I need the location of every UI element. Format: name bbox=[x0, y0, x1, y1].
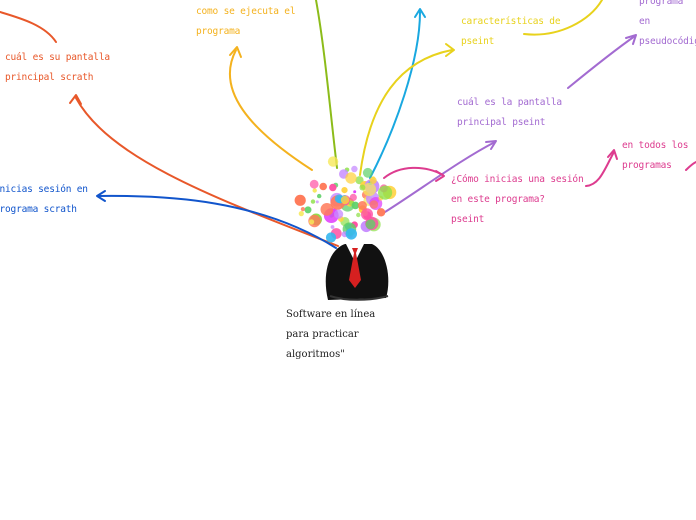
color-splash-icon bbox=[294, 156, 397, 243]
arrowhead-pseudocodigo bbox=[625, 34, 637, 45]
arrowhead-cyan bbox=[414, 8, 426, 18]
branch-todos-next bbox=[685, 161, 696, 171]
suit-icon bbox=[325, 244, 389, 301]
branch-scratch-pantalla bbox=[75, 97, 339, 247]
branch-ejecuta bbox=[228, 49, 313, 171]
branch-todos bbox=[585, 151, 615, 187]
branch-caracteristicas-next bbox=[523, 0, 603, 36]
node-pantalla-pseint[interactable]: cuál es la pantalla principal pseint bbox=[457, 97, 562, 128]
branch-caracteristicas bbox=[359, 49, 453, 176]
node-caracteristicas[interactable]: características de pseint bbox=[461, 16, 561, 47]
arrowhead-caracteristicas bbox=[445, 43, 455, 57]
arrowhead-todos bbox=[607, 149, 618, 160]
branch-cyan bbox=[369, 11, 421, 179]
branch-scratch-pantalla-top bbox=[0, 11, 57, 43]
tie-icon bbox=[349, 248, 361, 288]
arrowhead-scratch-pantalla bbox=[69, 94, 82, 105]
arrowhead-sesion-pseint bbox=[435, 170, 445, 182]
arrowhead-pantalla-pseint bbox=[485, 140, 497, 150]
node-sesion-pseint[interactable]: ¿Cómo inicias una sesión en este program… bbox=[451, 174, 584, 225]
arrowhead-scratch-sesion bbox=[96, 190, 106, 202]
branch-pseudocodigo bbox=[567, 35, 636, 89]
arrowhead-ejecuta bbox=[229, 46, 242, 58]
node-ejecuta[interactable]: como se ejecuta el programa bbox=[196, 6, 296, 37]
branch-pantalla-pseint bbox=[384, 141, 496, 213]
node-pseudocodigo[interactable]: programa en pseudocódigo bbox=[639, 0, 696, 47]
node-scratch-pantalla[interactable]: cuál es su pantalla principal scrath bbox=[5, 52, 110, 83]
branch-green bbox=[315, 0, 338, 169]
branch-scratch-sesion bbox=[97, 194, 337, 249]
central-topic[interactable]: Software en línea para practicar algorit… bbox=[286, 309, 376, 360]
branch-sesion-pseint bbox=[383, 166, 444, 179]
node-scratch-sesion[interactable]: inicias sesión en programa scrath bbox=[0, 184, 88, 215]
node-todos[interactable]: en todos los programas bbox=[622, 140, 689, 171]
